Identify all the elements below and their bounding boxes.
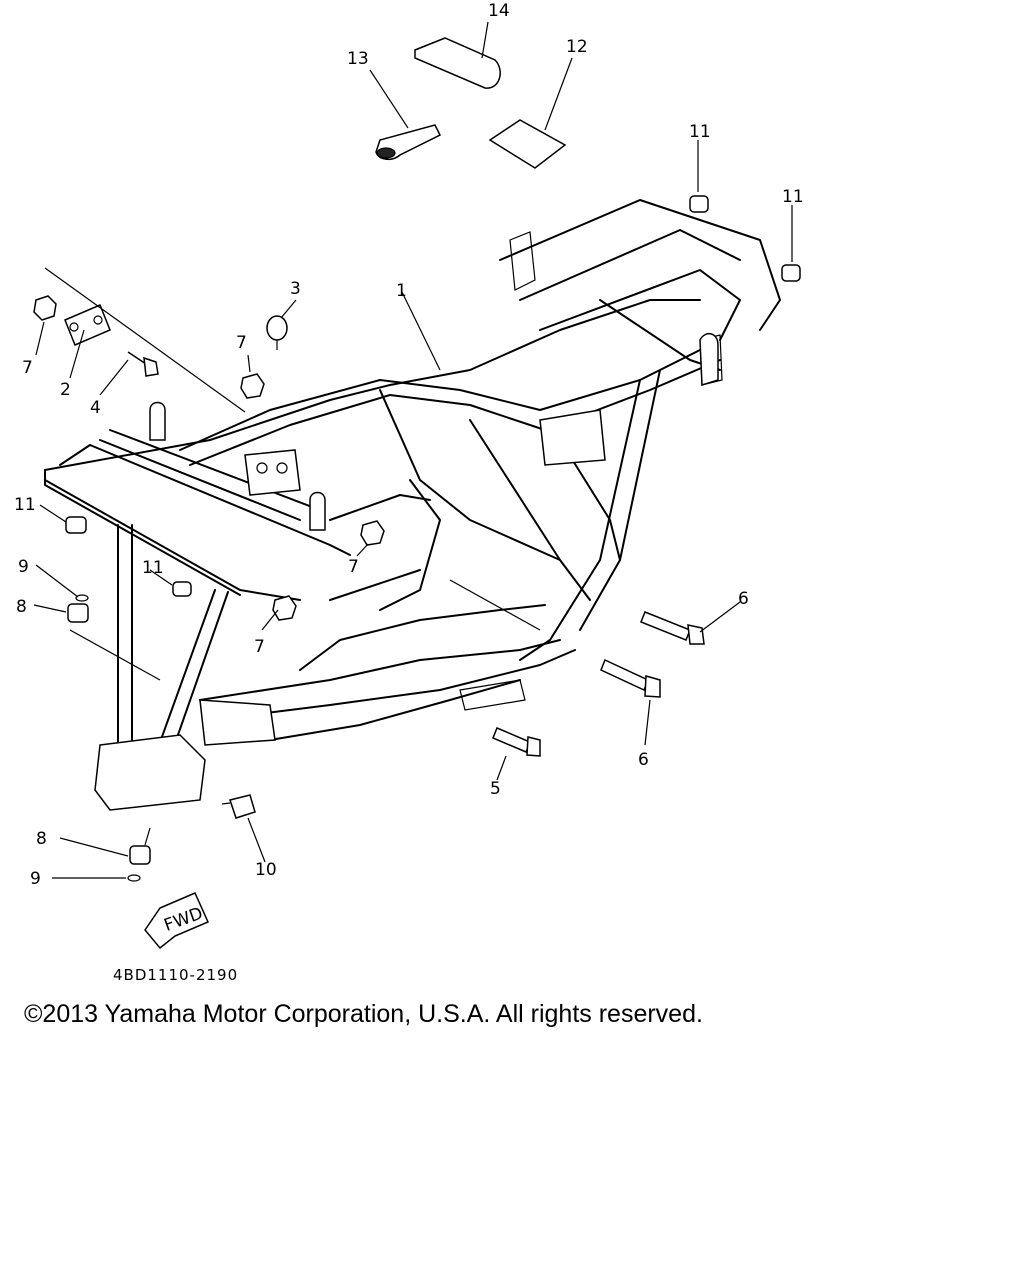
callout-14: 14 <box>488 1 510 21</box>
callout-6-upper: 6 <box>738 589 749 609</box>
frame-exploded-diagram: FWD 14 13 12 11 11 1 3 7 7 2 4 11 11 9 8… <box>14 1 804 950</box>
damper-8-icon <box>67 603 151 865</box>
bracket-2-icon <box>64 304 111 346</box>
cap-11-icon <box>65 195 801 597</box>
callout-11-mid: 11 <box>142 558 164 578</box>
callout-12: 12 <box>566 37 588 57</box>
bolt-6-icon <box>600 611 705 698</box>
callout-7-mid: 7 <box>348 557 359 577</box>
leader-lines <box>33 21 793 879</box>
grommet-3-icon <box>266 315 288 350</box>
callout-3: 3 <box>290 279 301 299</box>
callout-11-left: 11 <box>14 495 36 515</box>
main-frame <box>44 199 781 811</box>
copyright-notice: ©2013 Yamaha Motor Corporation, U.S.A. A… <box>24 1000 703 1028</box>
callout-7-left: 7 <box>22 358 33 378</box>
callout-4: 4 <box>90 398 101 418</box>
callout-8-lower: 8 <box>36 829 47 849</box>
part-14-cover <box>414 37 501 89</box>
part-12-plate <box>488 119 567 169</box>
callout-5: 5 <box>490 779 501 799</box>
callout-labels: 14 13 12 11 11 1 3 7 7 2 4 11 11 9 8 7 7… <box>14 1 804 889</box>
callout-13: 13 <box>347 49 369 69</box>
callout-7-upper: 7 <box>236 333 247 353</box>
callout-11-top: 11 <box>689 122 711 142</box>
nut-7-icon <box>33 295 385 621</box>
callout-9-upper: 9 <box>18 557 29 577</box>
switch-10-icon <box>221 794 256 819</box>
callout-7-lower: 7 <box>254 637 265 657</box>
bolt-5-icon <box>492 727 541 757</box>
callout-6-lower: 6 <box>638 750 649 770</box>
fwd-arrow-icon: FWD <box>144 892 209 950</box>
callout-9-lower: 9 <box>30 869 41 889</box>
diagram-part-code: 4BD1110-2190 <box>113 966 239 984</box>
part-13-clip <box>375 124 442 160</box>
washer-9-icon <box>75 594 141 882</box>
callout-8-upper: 8 <box>16 597 27 617</box>
callout-10: 10 <box>255 860 277 880</box>
callout-11-right: 11 <box>782 187 804 207</box>
bolt-4-icon <box>127 351 159 377</box>
callout-1: 1 <box>396 281 407 301</box>
callout-2: 2 <box>60 380 71 400</box>
